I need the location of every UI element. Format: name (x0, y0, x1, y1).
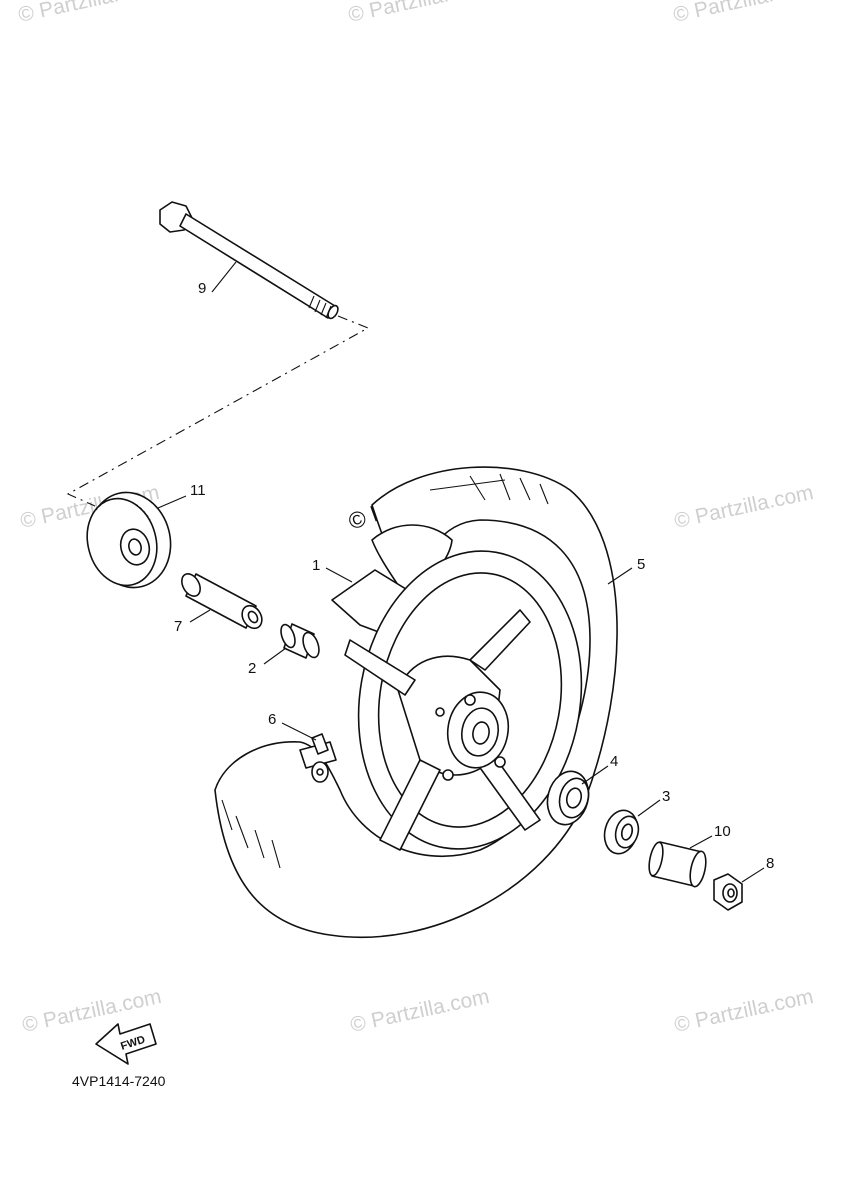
callout-9: 9 (198, 280, 206, 297)
leader-lines (157, 261, 765, 883)
callout-7: 7 (174, 618, 182, 635)
callout-8: 8 (766, 855, 774, 872)
callout-labels: 9 11 1 5 7 2 6 4 3 10 8 (174, 280, 774, 872)
callout-6: 6 (268, 711, 276, 728)
diagram-code: 4VP1414-7240 (72, 1073, 166, 1089)
axle-bolt (159, 201, 339, 320)
drive-gear (86, 491, 172, 589)
valve (299, 733, 337, 783)
wheel-rim (331, 524, 583, 851)
callout-5: 5 (637, 556, 645, 573)
callout-2: 2 (248, 660, 256, 677)
watermark: © Partzilla.com (672, 481, 815, 533)
fwd-arrow-icon: FWD (95, 1023, 157, 1065)
tire (214, 466, 618, 939)
callout-3: 3 (662, 788, 670, 805)
spacer-left (181, 573, 263, 630)
axle-center-line (66, 315, 370, 507)
bearing-inner (603, 809, 640, 855)
callout-4: 4 (610, 753, 618, 770)
callout-10: 10 (714, 823, 731, 840)
watermark: © Partzilla.com (672, 985, 815, 1037)
watermark: © Partzilla.com (348, 985, 491, 1037)
callout-11: 11 (190, 482, 206, 499)
axle-nut (713, 873, 743, 911)
callout-1: 1 (312, 557, 320, 574)
bearing-outer (546, 770, 590, 826)
watermark: © Partzilla.com (16, 0, 159, 27)
watermark: © Partzilla.com (671, 0, 814, 27)
watermark: © Partzilla.com (346, 0, 489, 27)
collar-right (648, 841, 707, 888)
collar-small (280, 623, 320, 659)
